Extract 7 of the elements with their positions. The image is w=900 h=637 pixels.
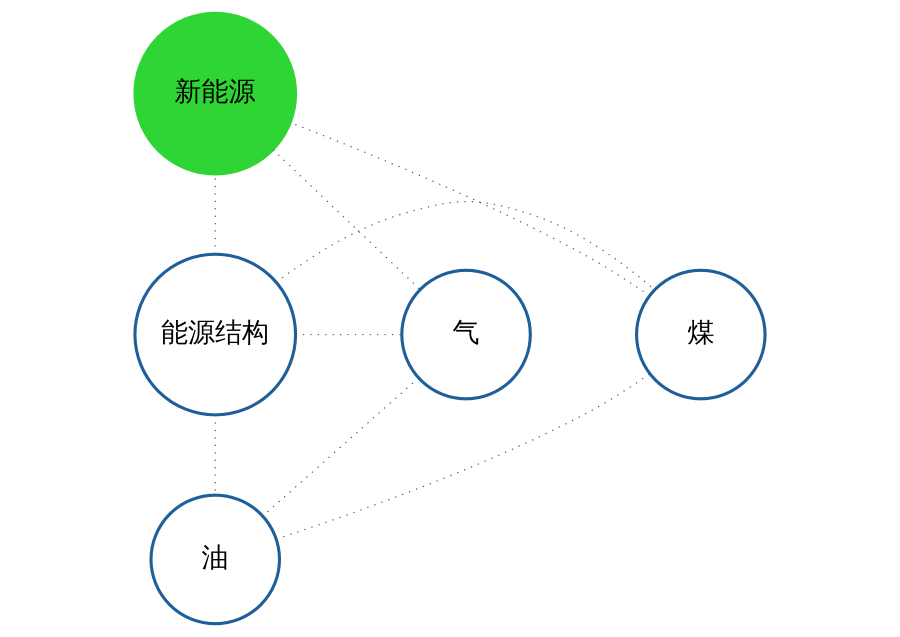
node-circle: 能源结构 [133, 252, 298, 416]
node-circle: 气 [400, 268, 532, 400]
node-circle: 新能源 [133, 12, 298, 176]
node-circle: 油 [149, 494, 282, 626]
node-circle: 煤 [635, 268, 767, 400]
connector [276, 373, 650, 540]
connector [272, 149, 420, 290]
